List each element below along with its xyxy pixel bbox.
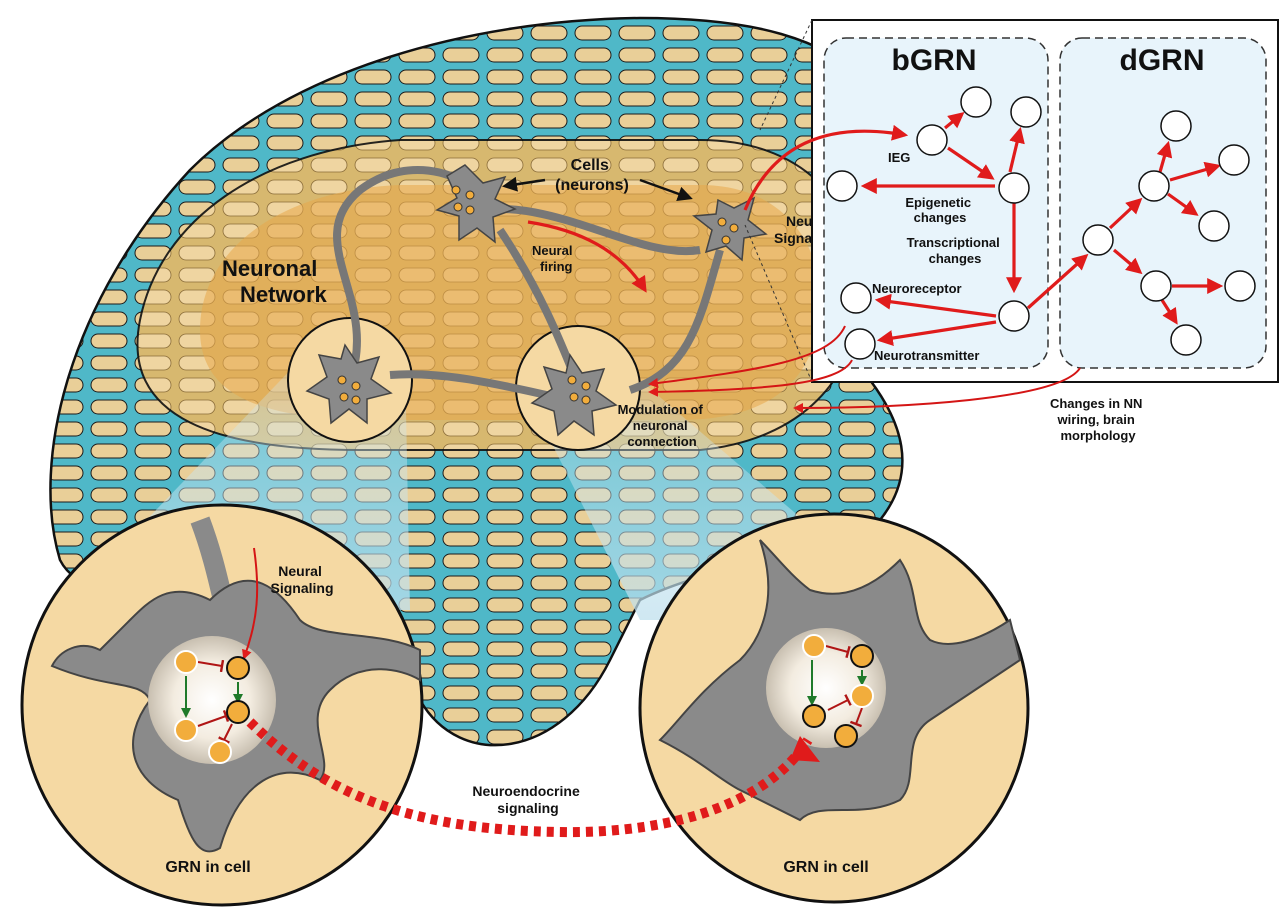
bgrn-node-hub xyxy=(998,172,1030,204)
bgrn-node-neurotransmitter xyxy=(844,328,876,360)
label-grn-right: GRN in cell xyxy=(783,859,868,876)
nn-wiring-arrow xyxy=(793,367,1081,413)
neuroendocrine-arrowhead xyxy=(790,736,820,762)
neuroendocrine-arrow xyxy=(246,718,813,838)
panel-leader-top xyxy=(759,19,813,131)
zoom-left: Neural Signaling GRN in cell xyxy=(20,503,424,907)
label-neural-signaling-bottom: Neural Signaling xyxy=(271,563,334,596)
neurotransmitter-feedback-arrow xyxy=(648,359,853,397)
bgrn-node-ieg xyxy=(916,124,948,156)
bgrn-nodes xyxy=(826,86,1042,360)
dgrn-box xyxy=(1059,37,1267,369)
mini-grn-icons xyxy=(337,185,739,405)
label-ieg: IEG xyxy=(888,150,910,165)
zoom-right: GRN in cell xyxy=(638,512,1030,904)
label-neuroendocrine: Neuroendocrine signaling xyxy=(472,783,583,816)
panel-leader-bottom xyxy=(744,224,813,383)
cells-arrow-right xyxy=(639,178,693,201)
dgrn-node-b2 xyxy=(1170,324,1202,356)
bgrn-box xyxy=(823,37,1049,369)
cells-arrow-left xyxy=(502,176,546,192)
label-grn-left: GRN in cell xyxy=(165,859,250,876)
dgrn-node-b xyxy=(1140,270,1172,302)
label-neuronal-network: Neuronal Network xyxy=(222,256,328,307)
label-neural-firing: Neural firing xyxy=(532,243,576,274)
dgrn-node-a1 xyxy=(1160,110,1192,142)
bgrn-node-2 xyxy=(1010,96,1042,128)
dgrn-node-a2 xyxy=(1218,144,1250,176)
label-transcriptional: Transcriptional changes xyxy=(907,235,1004,266)
neuroreceptor-feedback-arrow xyxy=(648,325,846,388)
dgrn-title: dGRN xyxy=(1120,44,1205,77)
dgrn-node-a3 xyxy=(1198,210,1230,242)
bgrn-node-neuroreceptor xyxy=(840,282,872,314)
bgrn-node-1 xyxy=(960,86,992,118)
label-neurotransmitter: Neurotransmitter xyxy=(874,348,979,363)
label-modulation: Modulation of neuronal connection xyxy=(618,402,707,449)
grn-left xyxy=(174,547,259,764)
bgrn-title: bGRN xyxy=(892,44,977,77)
bgrn-node-epigenetic xyxy=(826,170,858,202)
axon-1 xyxy=(333,166,462,382)
neural-firing-arrow xyxy=(527,220,647,293)
dgrn-nodes xyxy=(1082,110,1256,356)
grn-right xyxy=(802,634,874,748)
bgrn-node-lower-hub xyxy=(998,300,1030,332)
bgrn-edges xyxy=(743,111,1089,346)
neuron-left xyxy=(305,343,393,425)
label-epigenetic: Epigenetic changes xyxy=(905,195,974,225)
dgrn-node-b1 xyxy=(1224,270,1256,302)
label-neuroreceptor: Neuroreceptor xyxy=(872,281,962,296)
dgrn-node-a xyxy=(1138,170,1170,202)
label-cells: Cells (neurons) xyxy=(555,157,629,194)
dgrn-edges xyxy=(1108,140,1224,325)
label-changes-nn: Changes in NN wiring, brain morphology xyxy=(1050,396,1146,443)
dgrn-node-root xyxy=(1082,224,1114,256)
